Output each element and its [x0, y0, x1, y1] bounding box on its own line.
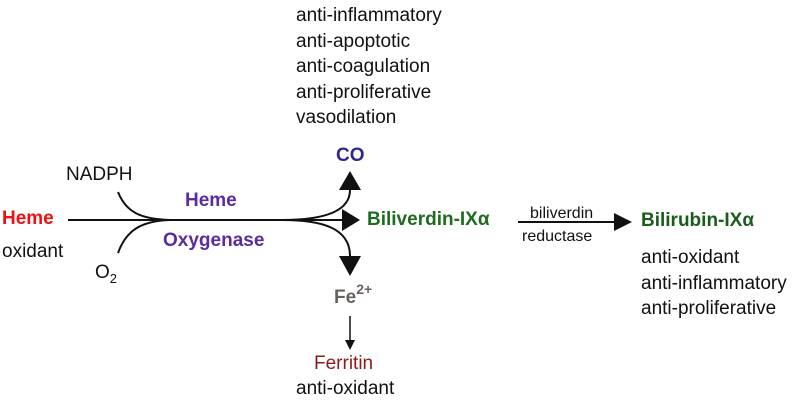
o2-subscript: 2 — [109, 271, 118, 286]
fe-label: Fe2+ — [334, 282, 372, 309]
bilirubin-effect-item: anti-oxidant — [641, 247, 740, 268]
bilirubin-effects-list: anti-oxidant anti-inflammatory anti-prol… — [641, 245, 787, 322]
arrowhead-biliverdin — [342, 209, 360, 231]
arrowhead-ferritin — [345, 340, 355, 350]
co-label: CO — [336, 145, 365, 166]
co-effect-item: anti-proliferative — [296, 81, 432, 103]
bilirubin-effect-item: anti-inflammatory — [641, 272, 787, 294]
ferritin-effect-label: anti-oxidant — [296, 378, 395, 399]
co-effect-item: anti-inflammatory — [296, 5, 442, 26]
o2-curve — [117, 219, 171, 254]
bilirubin-effect-item: anti-proliferative — [641, 298, 777, 319]
nadph-curve — [117, 191, 171, 221]
heme-substrate-label: Heme — [2, 208, 54, 229]
arrowhead-fe — [339, 256, 361, 276]
co-effect-item: anti-coagulation — [296, 56, 431, 77]
reductase-line1: biliverdin — [530, 205, 594, 222]
oxidant-label: oxidant — [2, 241, 64, 262]
co-branch-curve — [281, 189, 351, 221]
biliverdin-label: Biliverdin-IXα — [367, 209, 490, 230]
enzyme-line1: Heme — [185, 190, 237, 211]
arrowhead-bilirubin — [614, 213, 632, 231]
bilirubin-label: Bilirubin-IXα — [641, 210, 755, 231]
co-effect-item: vasodilation — [296, 107, 397, 128]
nadph-label: NADPH — [66, 164, 133, 185]
fe-base: Fe — [334, 287, 357, 308]
reductase-line2: reductase — [522, 228, 593, 245]
o2-base: O — [95, 262, 110, 283]
enzyme-line2: Oxygenase — [163, 230, 265, 251]
o2-label: O2 — [95, 262, 118, 286]
co-effect-item: anti-apoptotic — [296, 30, 411, 52]
fe-superscript: 2+ — [356, 281, 373, 297]
arrowhead-co — [339, 171, 361, 190]
ferritin-label: Ferritin — [314, 353, 374, 374]
fe-branch-curve — [281, 219, 351, 257]
co-effects-list: anti-inflammatory anti-apoptotic anti-co… — [296, 3, 442, 131]
